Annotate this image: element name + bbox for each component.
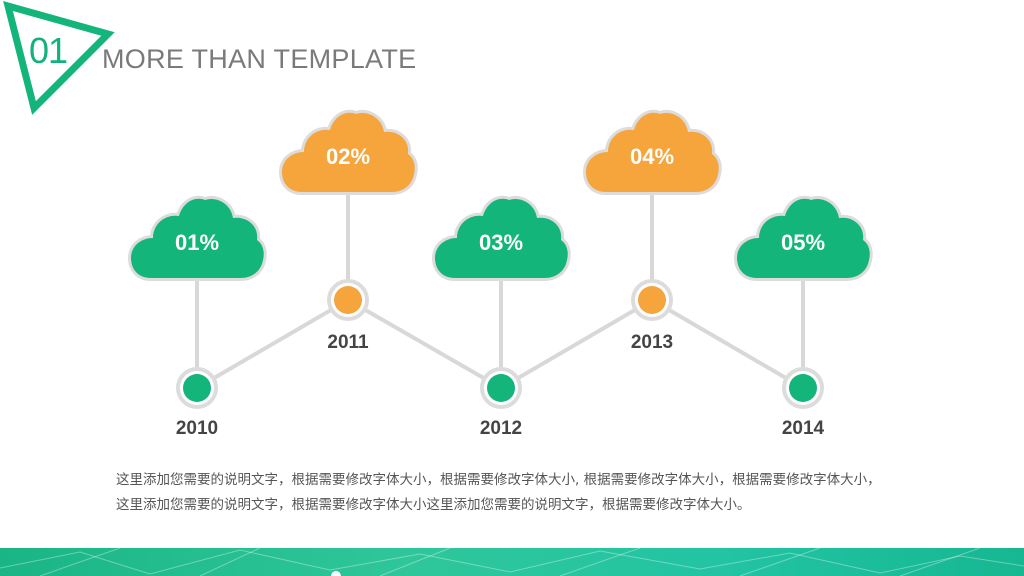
milestone-node <box>183 374 211 402</box>
milestone-percent: 04% <box>629 144 675 169</box>
milestone-node <box>487 374 515 402</box>
footer-band <box>0 548 1024 576</box>
milestone-year: 2012 <box>479 418 523 439</box>
description-line-1: 这里添加您需要的说明文字，根据需要修改字体大小，根据需要修改字体大小, 根据需要… <box>116 472 881 488</box>
milestone-percent: 02% <box>325 144 371 169</box>
milestone-node <box>334 286 362 314</box>
description-line-2: 这里添加您需要的说明文字，根据需要修改字体大小这里添加您需要的说明文字，根据需要… <box>116 497 751 513</box>
description-text: 这里添加您需要的说明文字，根据需要修改字体大小，根据需要修改字体大小, 根据需要… <box>116 468 966 518</box>
cloud-icon <box>734 195 873 281</box>
footer-pattern <box>0 548 1024 576</box>
cloud-icon <box>583 109 722 195</box>
milestone-node <box>789 374 817 402</box>
section-number: 01 <box>29 30 68 71</box>
milestone-percent: 03% <box>478 230 524 255</box>
cloud-icon <box>432 195 571 281</box>
milestone-year: 2011 <box>327 332 369 353</box>
cloud-icon <box>128 195 267 281</box>
triangle-badge-icon <box>3 0 115 115</box>
milestone-percent: 05% <box>780 230 826 255</box>
milestone-year: 2010 <box>175 418 219 439</box>
milestone-percent: 01% <box>174 230 220 255</box>
page-title: MORE THAN TEMPLATE <box>102 44 417 74</box>
milestone-node <box>638 286 666 314</box>
milestone-year: 2014 <box>781 418 825 439</box>
milestone-year: 2013 <box>630 332 674 353</box>
cloud-icon <box>279 109 418 195</box>
